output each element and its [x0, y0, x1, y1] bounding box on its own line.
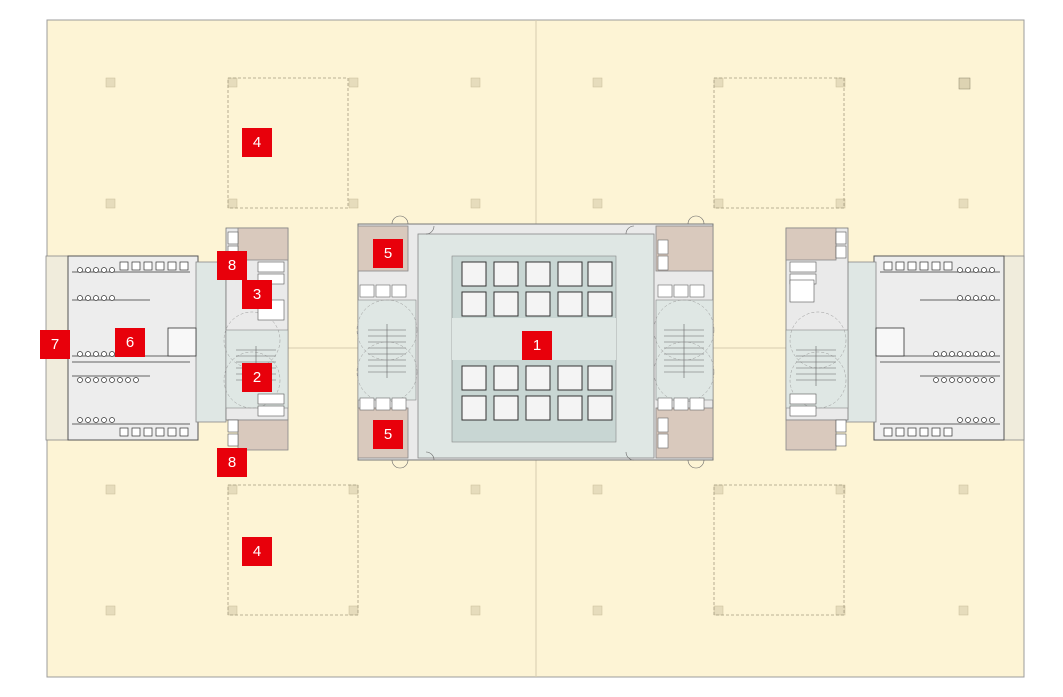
marker-2: 2 — [242, 363, 272, 392]
right-service-core — [785, 227, 1025, 451]
marker-8-bottom: 8 — [217, 448, 247, 477]
marker-3: 3 — [242, 280, 272, 309]
dashed-bays — [227, 77, 845, 616]
marker-4-bottom: 4 — [242, 537, 272, 566]
marker-5-top: 5 — [373, 239, 403, 268]
left-service-core — [45, 227, 289, 451]
marker-1: 1 — [522, 331, 552, 360]
marker-7: 7 — [40, 330, 70, 359]
marker-5-bottom: 5 — [373, 420, 403, 449]
marker-6: 6 — [115, 328, 145, 357]
marker-8-top: 8 — [217, 251, 247, 280]
marker-4-top: 4 — [242, 128, 272, 157]
